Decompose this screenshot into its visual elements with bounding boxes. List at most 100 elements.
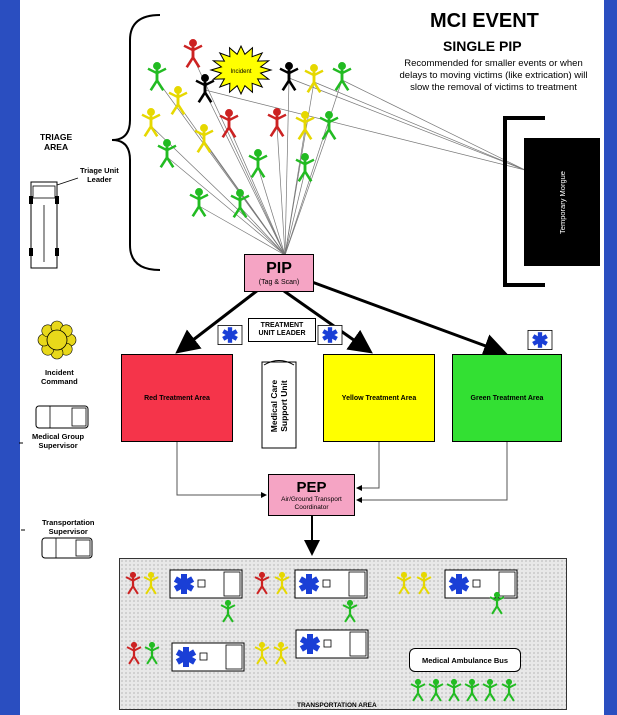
- medical-care-support-unit-label: Medical Care Support Unit: [269, 380, 289, 432]
- victim-icon: [295, 111, 315, 140]
- treatment-unit-leader-line-1: TREATMENT: [260, 322, 304, 329]
- green-treatment-area-label: Green Treatment Area: [470, 394, 544, 402]
- triage-area-brace: [111, 14, 161, 271]
- victim-icon: [194, 124, 214, 153]
- triage-connector-line: [284, 79, 290, 256]
- temporary-morgue-box: Temporary Morgue: [524, 138, 600, 266]
- victim-icon: [189, 188, 209, 217]
- support-unit-line-2: Support Unit: [279, 380, 290, 432]
- triage-connector-line: [276, 125, 286, 256]
- victim-icon: [168, 86, 188, 115]
- morgue-connector-line: [313, 81, 526, 171]
- triage-area-label-line-2: AREA: [44, 142, 69, 152]
- recommendation-line-2: delays to moving victims (like extricati…: [399, 70, 588, 81]
- victim-icon: [183, 39, 203, 68]
- recommendation-line-3: slow the removal of victims to treatment: [410, 82, 577, 93]
- red-treatment-area-label: Red Treatment Area: [144, 394, 210, 402]
- incident-command-label: Incident Command: [41, 368, 78, 386]
- incident-command-line-1: Incident: [44, 368, 74, 377]
- triage-connector-line: [239, 206, 286, 256]
- transportation-area-label: TRANSPORTATION AREA: [297, 702, 377, 709]
- transportation-supervisor-icon: [41, 537, 93, 559]
- pip-sub-label: (Tag & Scan): [258, 278, 300, 286]
- victim-icon: [248, 149, 268, 178]
- yellow-treatment-area: Yellow Treatment Area: [323, 354, 435, 442]
- triage-connector-line: [284, 79, 343, 256]
- right-border: [604, 0, 617, 715]
- yellow-to-pep-line: [356, 442, 380, 491]
- pep-sub-line-1: Air/Ground Transport: [281, 495, 342, 503]
- diagram-title: MCI EVENT: [430, 10, 539, 32]
- support-unit-line-1: Medical Care: [269, 379, 280, 433]
- pip-box: PIP (Tag & Scan): [244, 254, 314, 292]
- triage-lines: [150, 56, 526, 256]
- star-of-life-icon: [317, 324, 343, 345]
- arrow-to-red: [175, 288, 259, 354]
- treatment-unit-leader-box: TREATMENT UNIT LEADER: [248, 318, 316, 342]
- morgue-connector-line: [204, 89, 526, 171]
- victim-icon: [195, 74, 215, 103]
- temporary-morgue-label: Temporary Morgue: [557, 170, 567, 234]
- triage-connector-line: [204, 91, 286, 256]
- medical-group-supervisor-icon: [35, 405, 89, 429]
- triage-unit-leader-line-1: Triage Unit: [80, 166, 119, 175]
- medical-group-supervisor-line-2: Supervisor: [38, 441, 78, 450]
- triage-unit-leader-line-2: Leader: [87, 175, 112, 184]
- victim-figures: [141, 39, 352, 218]
- triage-connector-line: [198, 205, 286, 256]
- pep-sub-line-2: Coordinator: [294, 503, 329, 511]
- victim-icon: [295, 153, 315, 182]
- triage-area-label: TRIAGE AREA: [40, 132, 72, 152]
- red-to-pep-line: [176, 442, 267, 498]
- triage-connector-line: [166, 156, 286, 256]
- triage-connector-line: [284, 128, 330, 256]
- green-to-pep-line: [356, 442, 508, 503]
- victim-icon: [279, 62, 299, 91]
- support-unit-vehicle: [261, 360, 297, 449]
- incident-starburst: [209, 44, 273, 96]
- incident-label: Incident: [230, 69, 251, 75]
- pip-label: PIP: [266, 259, 292, 277]
- medical-ambulance-bus: Medical Ambulance Bus: [409, 648, 521, 672]
- morgue-bracket: [503, 116, 545, 287]
- morgue-connector-line: [288, 77, 526, 171]
- triage-area-label-line-1: TRIAGE: [40, 132, 73, 142]
- arrow-to-yellow: [283, 289, 373, 354]
- incident-command-line-2: Command: [41, 377, 78, 386]
- treatment-unit-leader-line-2: UNIT LEADER: [258, 330, 306, 337]
- green-treatment-area: Green Treatment Area: [452, 354, 562, 442]
- diagram-subtitle: SINGLE PIP: [443, 38, 522, 54]
- triage-connector-line: [192, 56, 286, 256]
- pep-label: PEP: [296, 478, 327, 496]
- star-of-life-icon: [527, 329, 553, 350]
- victim-icon: [319, 111, 339, 140]
- victim-icon: [332, 62, 352, 91]
- star-of-life-icon: [217, 324, 243, 345]
- yellow-treatment-area-label: Yellow Treatment Area: [341, 394, 417, 402]
- transportation-supervisor-label: Transportation Supervisor: [42, 518, 95, 536]
- triage-connector-line: [284, 170, 306, 256]
- triage-unit-leader-icon: [29, 177, 79, 269]
- victim-icon: [147, 62, 167, 91]
- victim-icon: [230, 189, 250, 218]
- triage-connector-line: [257, 166, 286, 256]
- recommendation-text: Recommended for smaller events or when d…: [381, 58, 606, 94]
- recommendation-line-1: Recommended for smaller events or when: [404, 58, 583, 69]
- pep-box: PEP Air/Ground Transport Coordinator: [268, 474, 355, 516]
- arrow-to-green: [311, 280, 508, 358]
- triage-connector-line: [228, 126, 286, 256]
- transportation-supervisor-line-2: Supervisor: [48, 527, 88, 536]
- morgue-connector-line: [341, 79, 526, 171]
- victim-icon: [304, 64, 324, 93]
- victim-icon: [219, 109, 239, 138]
- medical-group-supervisor-label: Medical Group Supervisor: [32, 432, 84, 450]
- medical-group-supervisor-line-1: Medical Group: [32, 432, 85, 441]
- ambulance-bus-label: Medical Ambulance Bus: [422, 655, 508, 665]
- victim-icon: [141, 108, 161, 137]
- incident-command-icon: [37, 320, 77, 360]
- transportation-supervisor-line-1: Transportation: [42, 518, 95, 527]
- victim-icon: [267, 108, 287, 137]
- triage-connector-line: [284, 128, 306, 256]
